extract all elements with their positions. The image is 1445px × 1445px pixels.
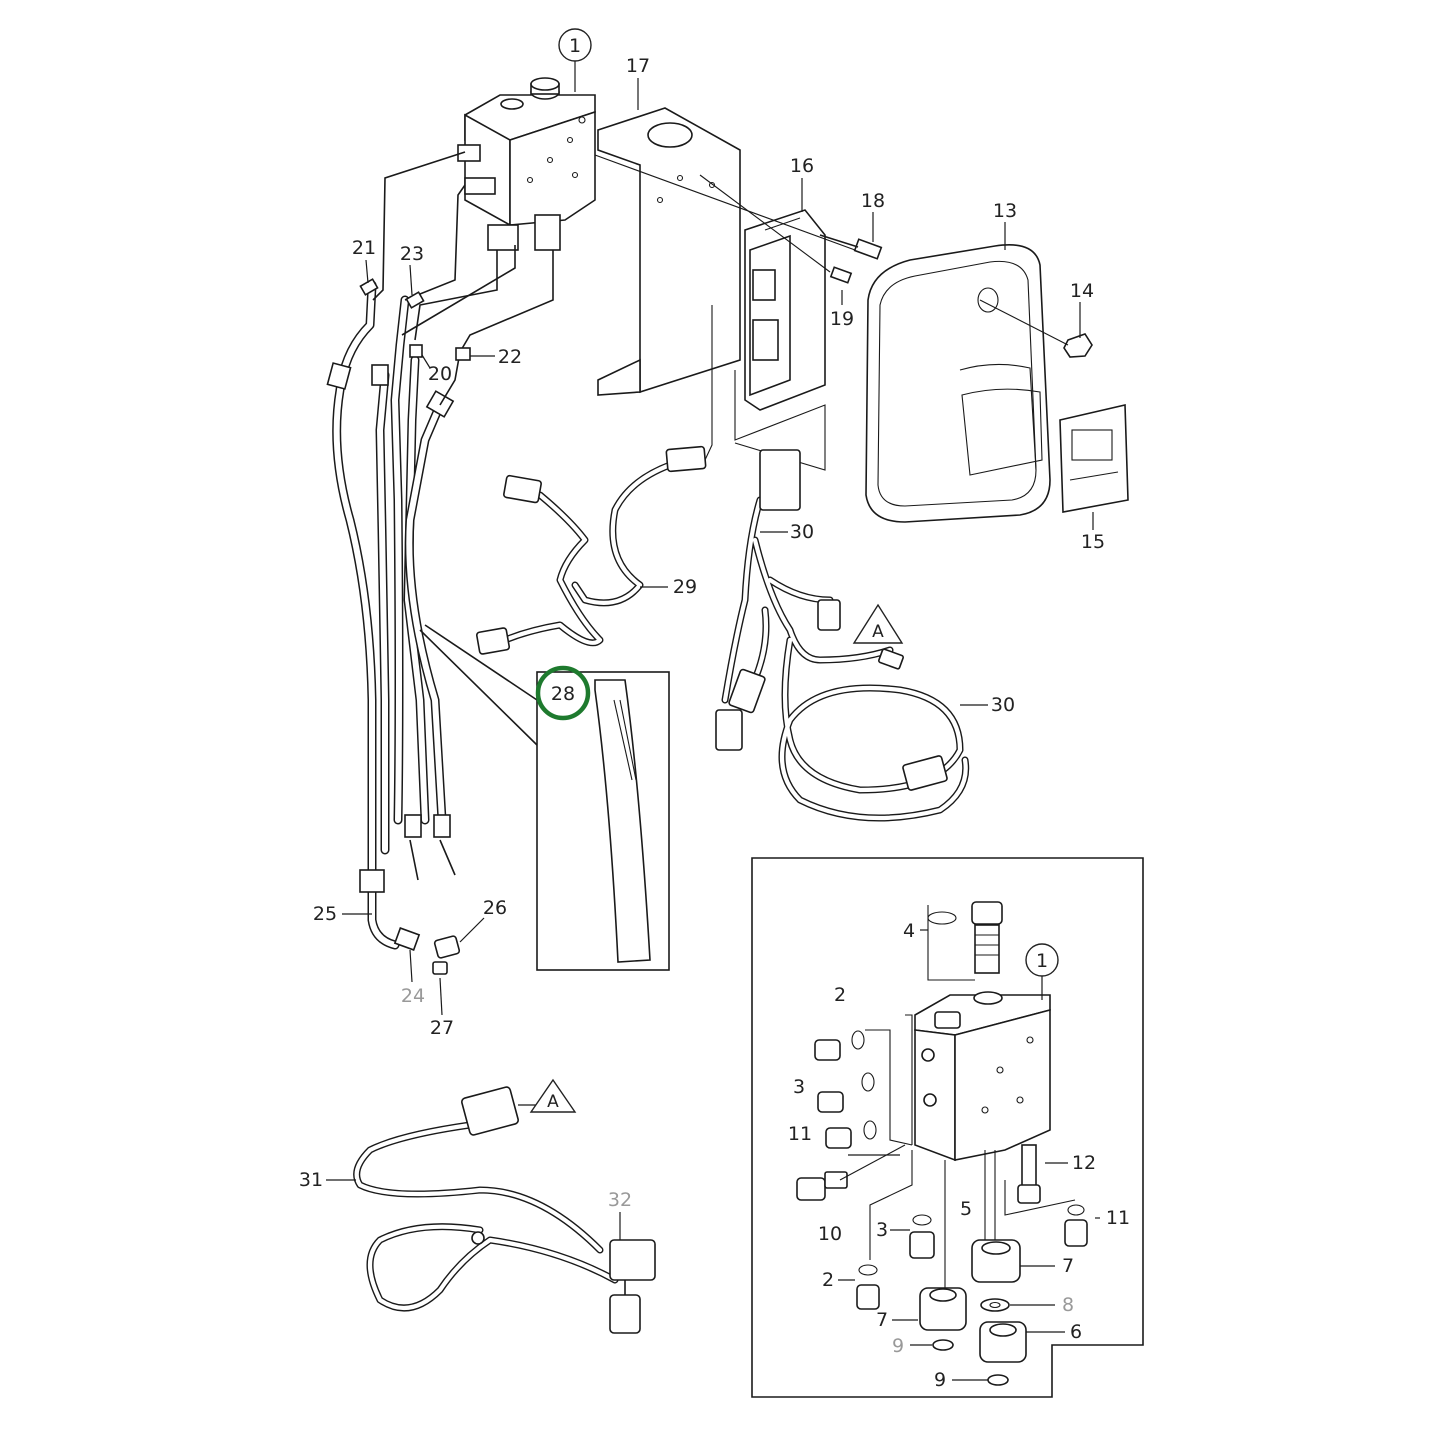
warning-triangle-a1 [852,603,904,644]
callout-20: 20 [428,363,452,385]
cable-harness-31 [353,1086,656,1334]
detail-callout-7-b: 7 [876,1309,888,1331]
coil-7-a [971,1239,1021,1283]
fitting-27 [432,961,448,975]
detail-callout-3-b: 3 [876,1219,888,1241]
callout-19: 19 [830,308,854,330]
nut-9-a [932,1339,954,1351]
cover-13 [865,244,1051,523]
highlight-circle-28 [535,665,591,721]
valve-block-1 [457,77,596,251]
nut-9-b [987,1374,1009,1386]
stem-12 [1017,1144,1041,1204]
callout-22: 22 [498,346,522,368]
coil-6 [979,1321,1027,1363]
coil-7-b [919,1287,967,1331]
screw-18 [819,234,883,260]
callout-24: 24 [401,985,425,1007]
detail-callout-2-b: 2 [822,1269,834,1291]
plug-2 [814,1030,865,1061]
plug-3 [817,1072,875,1113]
cable-harness-29 [475,445,707,655]
callout-13: 13 [993,200,1017,222]
plug-11 [825,1120,877,1149]
valve-block-detail [914,991,1051,1162]
detail-callout-6: 6 [1070,1321,1082,1343]
callout-27: 27 [430,1017,454,1039]
label-decal-15 [1059,404,1129,513]
detail-callout-9-b: 9 [934,1369,946,1391]
callout-28: 28 [551,683,575,705]
detail-callout-12: 12 [1072,1152,1096,1174]
callout-26: 26 [483,897,507,919]
triangle-label-a1: A [872,622,884,642]
callout-30-b: 30 [991,694,1015,716]
callout-circle-1-top [558,28,592,62]
detail-callout-1: 1 [1036,950,1048,972]
washer-8 [980,1298,1010,1312]
detail-callout-3-a: 3 [793,1076,805,1098]
detail-callout-9-a: 9 [892,1335,904,1357]
nut-14 [1063,333,1093,358]
callout-25: 25 [313,903,337,925]
leader-lines [326,60,1100,1381]
detail-box-valve [751,857,1144,1398]
screw-19 [829,266,853,284]
hydraulic-hoses [326,280,456,950]
callout-21: 21 [352,237,376,259]
callout-29: 29 [673,576,697,598]
callout-16: 16 [790,155,814,177]
detail-callout-5: 5 [960,1198,972,1220]
callout-31: 31 [299,1169,323,1191]
detail-box-28 [419,624,670,971]
callout-30-a: 30 [790,521,814,543]
detail-callout-8: 8 [1062,1294,1074,1316]
sensor-10 [796,1171,848,1201]
detail-callout-4: 4 [903,920,915,942]
callout-15: 15 [1081,531,1105,553]
detail-callout-10: 10 [818,1223,842,1245]
control-unit-16 [744,209,826,411]
callout-32: 32 [608,1189,632,1211]
detail-callout-11-b: 11 [1106,1207,1130,1229]
callout-14: 14 [1070,280,1094,302]
callout-circle-1-detail [1025,943,1059,977]
fitting-24 [393,927,421,951]
callout-23: 23 [400,243,424,265]
detail-callout-7-a: 7 [1062,1255,1074,1277]
filter-4 [927,901,1003,981]
detail-callout-11-a: 11 [788,1123,812,1145]
callout-18: 18 [861,190,885,212]
callout-labels: 1 17 16 18 13 14 19 21 23 20 22 30 29 15… [299,35,1130,1391]
plug-2-b [856,1264,880,1310]
detail-callout-2-a: 2 [834,984,846,1006]
plug-3-b [909,1214,935,1259]
callout-1-top: 1 [569,35,581,57]
triangle-label-a2: A [547,1092,559,1112]
plug-11-b [1064,1204,1088,1247]
callout-17: 17 [626,55,650,77]
cable-harness-30 [715,449,970,822]
warning-triangle-a2 [529,1078,577,1113]
bracket-17 [597,107,741,396]
fitting-26 [433,935,461,959]
